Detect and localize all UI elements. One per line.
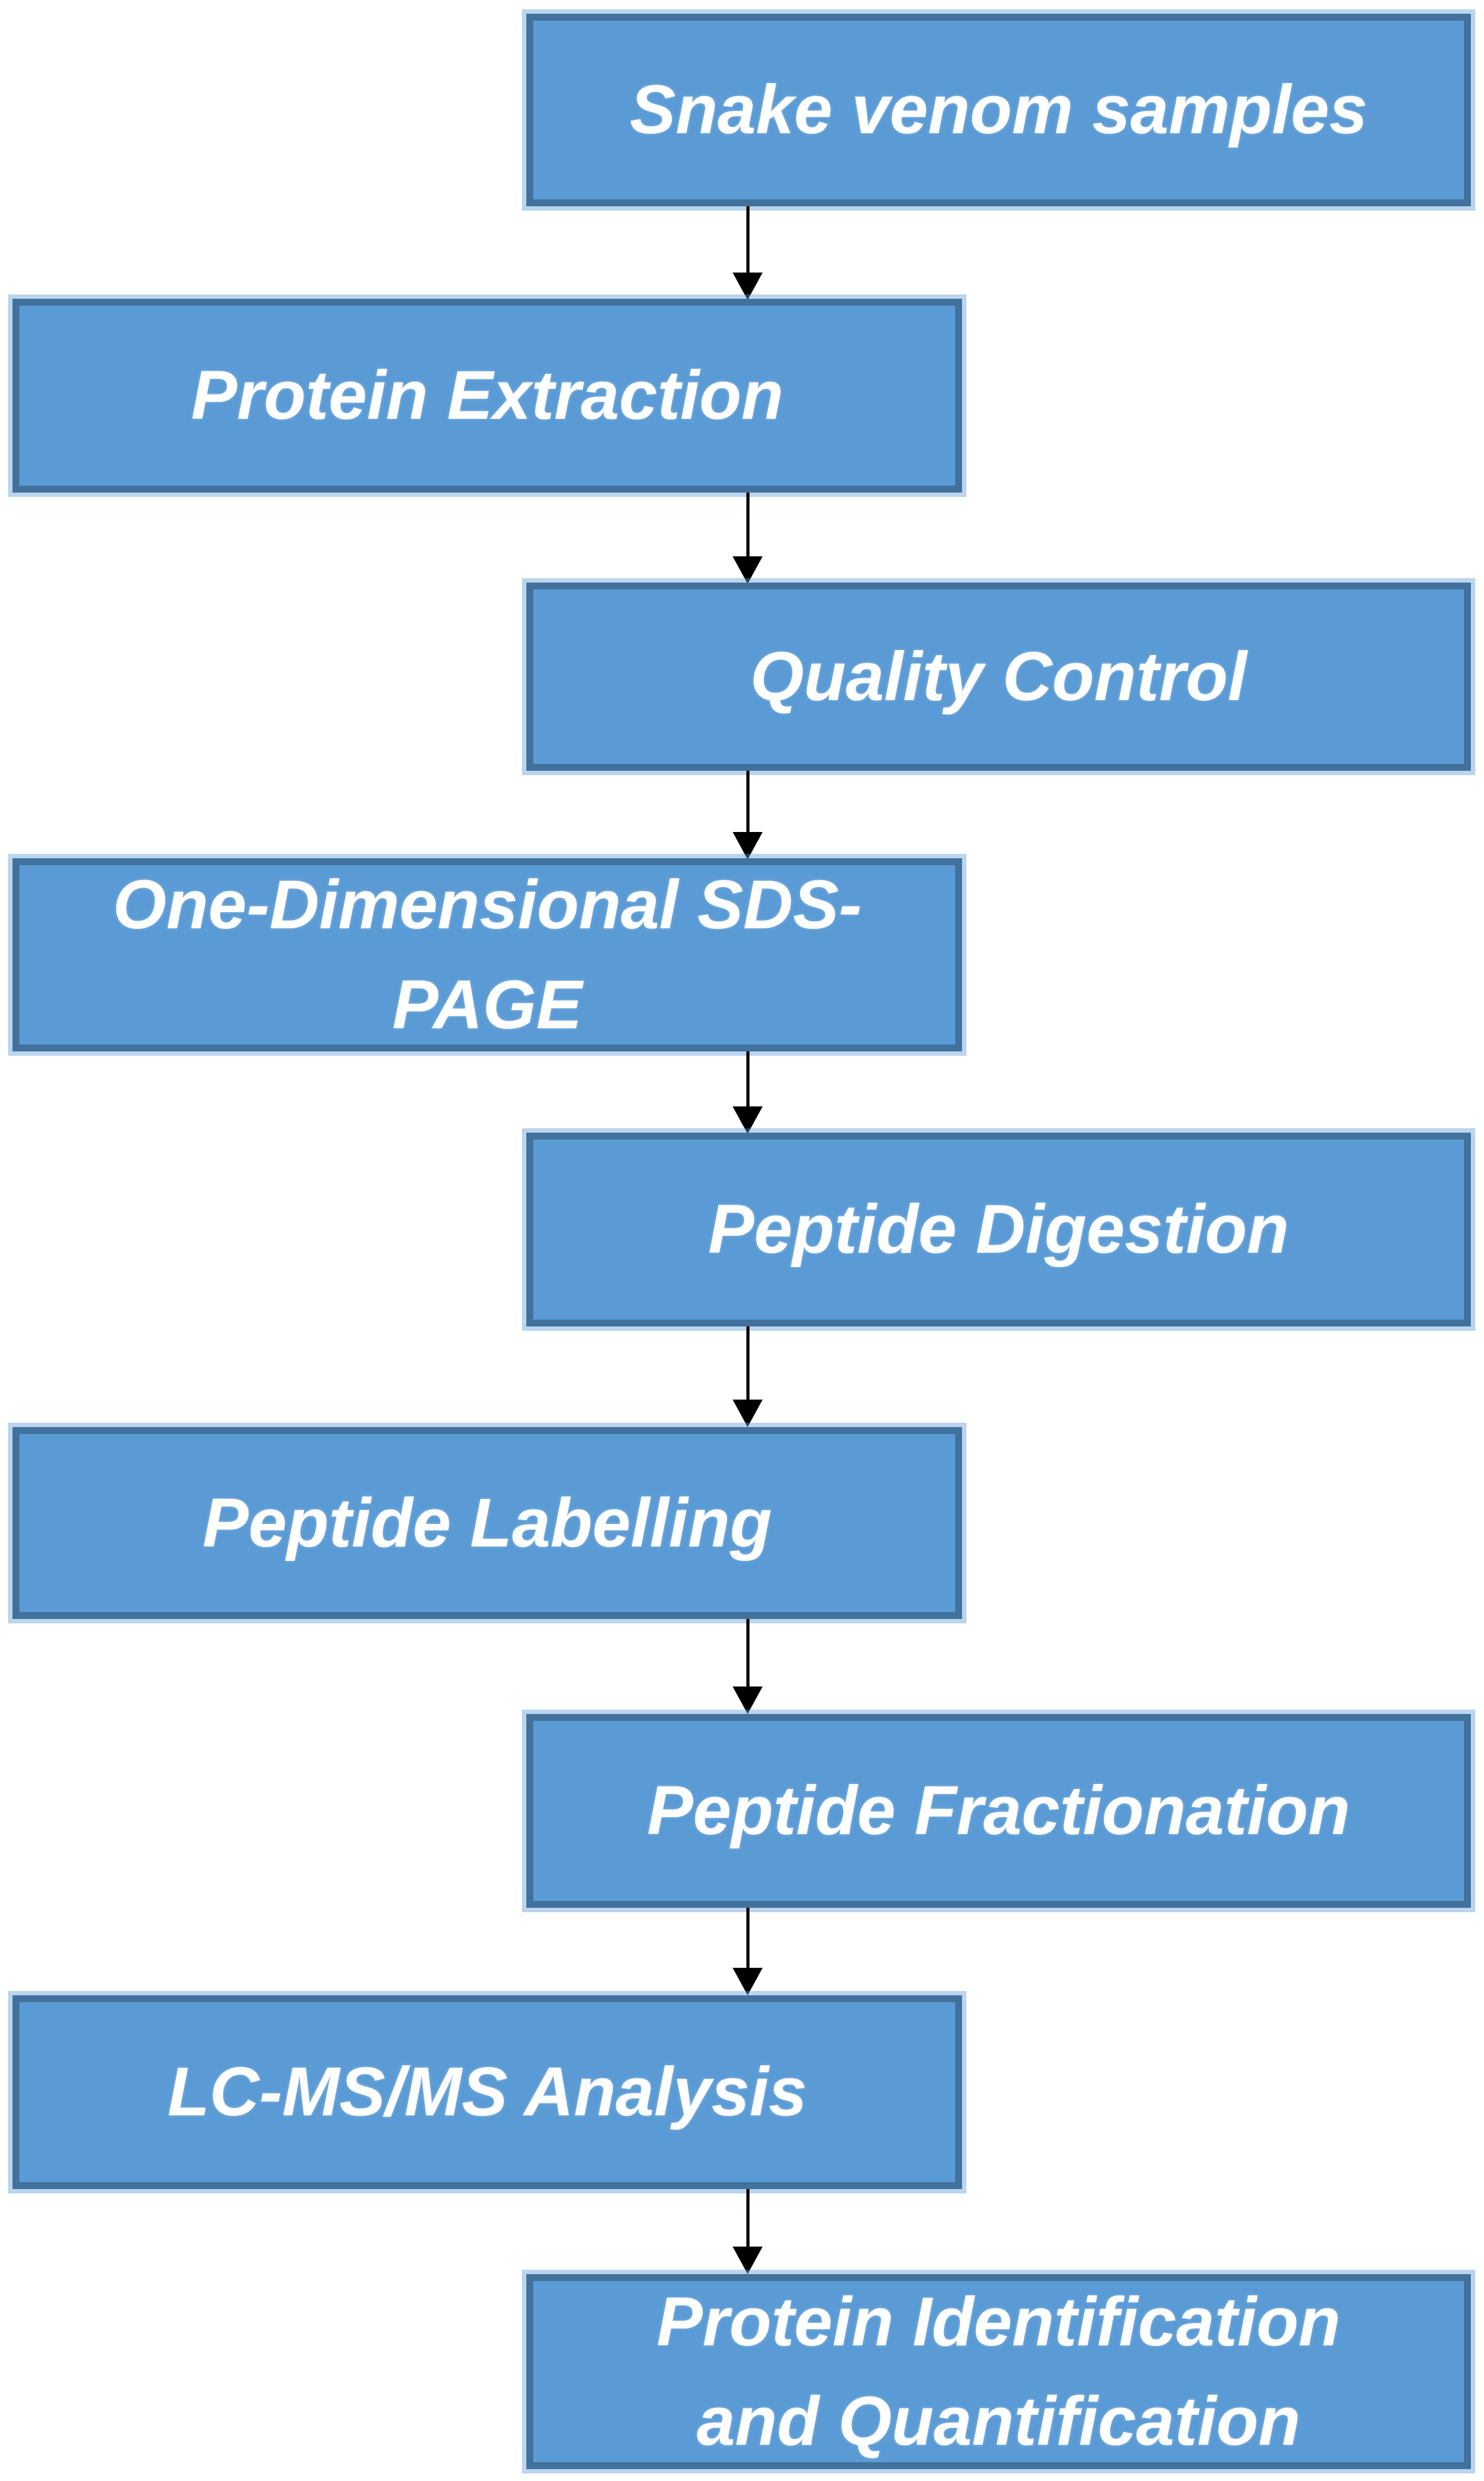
arrow-head-icon <box>733 1968 763 1995</box>
flow-step-peptide-labelling: Peptide Labelling <box>13 1427 962 1619</box>
flow-step-label: LC-MS/MS Analysis <box>168 2053 807 2131</box>
arrow-shaft <box>746 1908 750 1968</box>
flow-step-label: Peptide Fractionation <box>647 1772 1350 1850</box>
flow-step-protein-identification-and-quantification: Protein Identification and Quantificatio… <box>526 2274 1471 2469</box>
flow-step-snake-venom-samples: Snake venom samples <box>526 14 1471 206</box>
flow-arrow-2 <box>733 493 763 584</box>
flow-arrow-4 <box>733 1051 763 1134</box>
arrow-head-icon <box>733 2247 763 2274</box>
flow-arrow-6 <box>733 1619 763 1714</box>
flow-step-label: Protein Extraction <box>191 357 784 434</box>
arrow-head-icon <box>733 556 763 584</box>
flow-arrow-3 <box>733 771 763 860</box>
arrow-head-icon <box>733 832 763 860</box>
arrow-shaft <box>746 206 750 273</box>
arrow-head-icon <box>733 273 763 300</box>
arrow-shaft <box>746 1619 750 1687</box>
flow-arrow-1 <box>733 206 763 300</box>
flow-step-label: Peptide Labelling <box>203 1484 772 1561</box>
arrow-head-icon <box>733 1400 763 1427</box>
flow-step-label: One-Dimensional SDS-PAGE <box>113 866 862 1043</box>
flow-arrow-7 <box>733 1908 763 1995</box>
flow-step-lc-ms-ms-analysis: LC-MS/MS Analysis <box>13 1995 962 2189</box>
arrow-shaft <box>746 2189 750 2247</box>
arrow-shaft <box>746 771 750 832</box>
flow-step-label: Peptide Digestion <box>708 1191 1289 1268</box>
flow-arrow-8 <box>733 2189 763 2274</box>
flow-step-peptide-digestion: Peptide Digestion <box>526 1133 1471 1326</box>
arrow-shaft <box>746 493 750 556</box>
arrow-head-icon <box>733 1687 763 1714</box>
flow-step-label: Protein Identification and Quantificatio… <box>656 2283 1341 2460</box>
flow-step-label: Snake venom samples <box>629 71 1368 149</box>
arrow-shaft <box>746 1051 750 1106</box>
flow-step-quality-control: Quality Control <box>526 583 1471 771</box>
arrow-head-icon <box>733 1106 763 1134</box>
arrow-shaft <box>746 1326 750 1400</box>
flow-step-peptide-fractionation: Peptide Fractionation <box>526 1714 1471 1908</box>
flow-step-label: Quality Control <box>750 638 1247 715</box>
flow-arrow-5 <box>733 1326 763 1427</box>
flow-step-one-dimensional-sds-page: One-Dimensional SDS-PAGE <box>13 858 962 1051</box>
flow-step-protein-extraction: Protein Extraction <box>13 299 962 493</box>
